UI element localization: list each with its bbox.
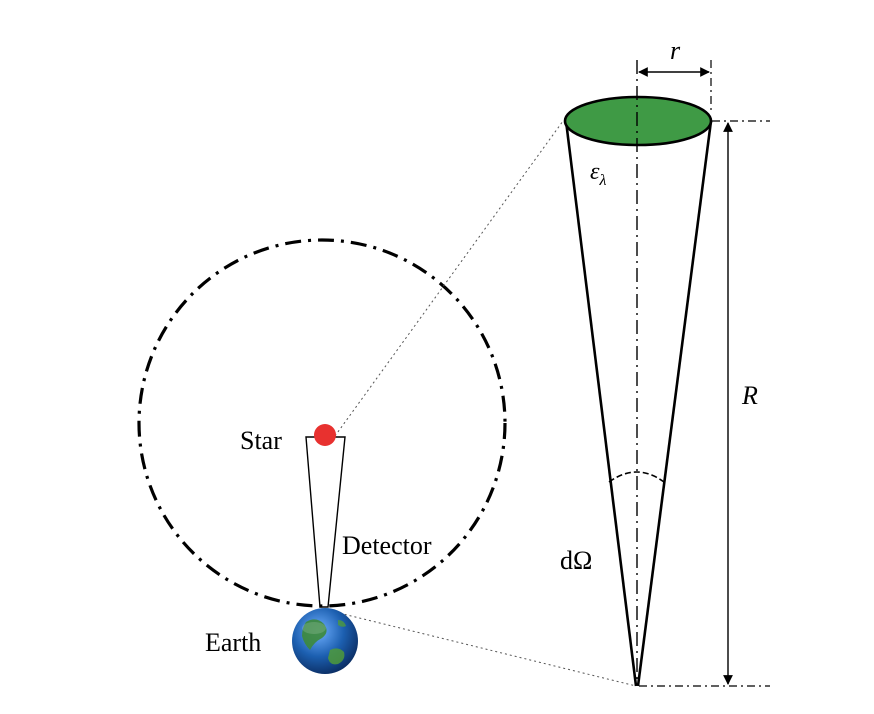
solid-angle-label: dΩ <box>560 546 593 575</box>
cone-side-left <box>564 120 638 687</box>
earth-globe-icon <box>292 608 358 674</box>
emissivity-label: ελ <box>590 159 607 189</box>
height-label: R <box>742 381 758 410</box>
earth-label: Earth <box>205 628 262 657</box>
star-dot-icon <box>314 424 336 446</box>
cone-side-right <box>636 120 713 687</box>
solid-angle-arc <box>608 471 665 483</box>
projection-line-top <box>334 120 564 437</box>
projection-line-bottom <box>334 611 637 687</box>
star-label: Star <box>240 426 282 455</box>
aperture-disk <box>563 95 713 147</box>
celestial-sphere <box>137 238 507 608</box>
detector-label: Detector <box>342 531 432 560</box>
detector-beam <box>305 436 346 608</box>
radius-label: r <box>670 36 681 65</box>
